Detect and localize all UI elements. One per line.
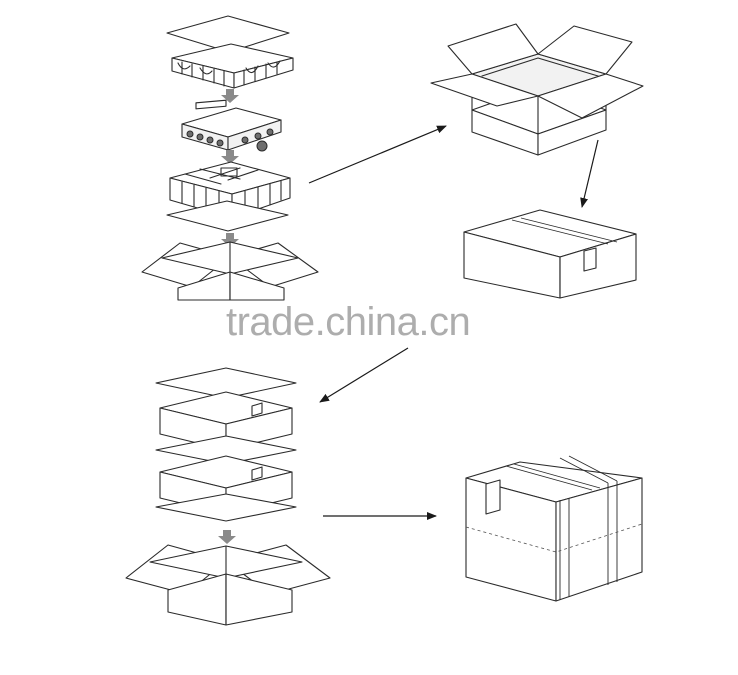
down-arrow-icon — [221, 150, 239, 164]
process-arrow-icon — [580, 139, 599, 208]
bottom-sheet — [166, 200, 289, 232]
down-arrow-icon — [221, 233, 239, 247]
separator-sheet — [155, 367, 297, 399]
process-arrow-icon — [308, 125, 447, 184]
device-unit — [181, 99, 282, 152]
open-carton-small — [141, 241, 319, 301]
separator-sheet — [155, 493, 297, 522]
top-cover-sheet — [166, 15, 290, 53]
exploded-packing-stack — [141, 15, 319, 301]
stacked-cartons — [125, 367, 331, 626]
open-carton-large — [430, 23, 644, 156]
down-arrow-icon — [221, 89, 239, 103]
taped-carton — [463, 209, 637, 299]
down-arrow-icon — [218, 530, 236, 544]
separator-sheet — [155, 435, 297, 465]
master-carton — [465, 455, 643, 602]
top-foam-tray — [171, 43, 294, 89]
process-arrow-icon — [319, 347, 409, 403]
